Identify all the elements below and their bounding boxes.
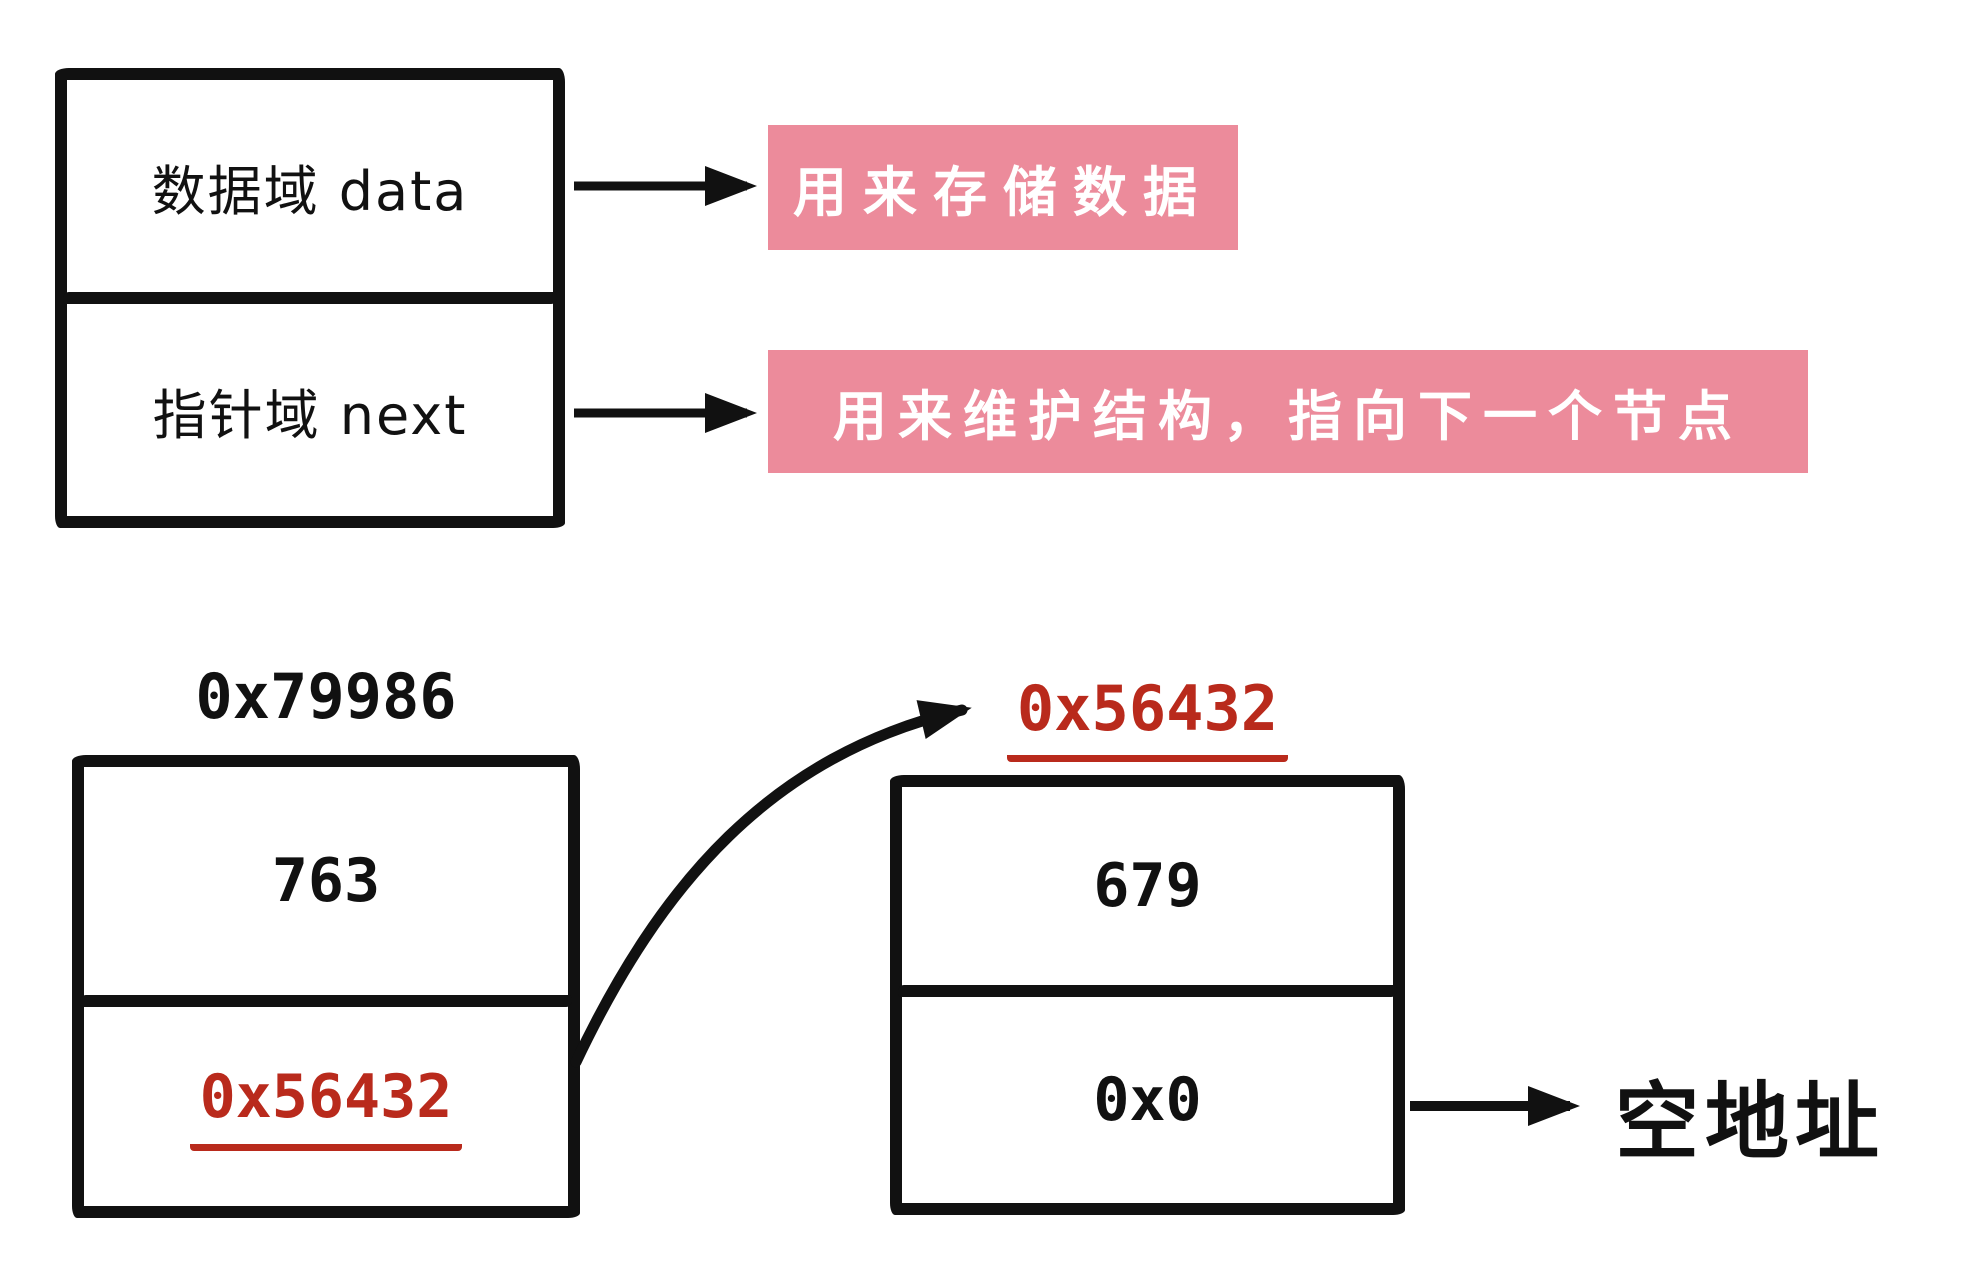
node2-next-cell: 0x0 <box>902 997 1393 1203</box>
node1-next-value: 0x56432 <box>189 1062 463 1151</box>
node2-box: 679 0x0 <box>890 775 1405 1215</box>
node1-next-cell: 0x56432 <box>84 1007 568 1206</box>
node2-data-value: 679 <box>1093 851 1202 921</box>
node1-data-value: 763 <box>271 846 381 916</box>
data-note-highlight: 用来存储数据 <box>768 125 1238 250</box>
node1-divider <box>80 995 572 1007</box>
pointer-note-text: 用来维护结构，指向下一个节点 <box>833 385 1743 448</box>
data-field-cell: 数据域 data <box>67 80 553 292</box>
pointer-note-highlight: 用来维护结构，指向下一个节点 <box>768 350 1808 473</box>
data-note-text: 用来存储数据 <box>793 161 1213 224</box>
node1-box: 763 0x56432 <box>72 755 580 1218</box>
node2-divider <box>898 985 1397 997</box>
node1-data-cell: 763 <box>84 767 568 995</box>
struct-box-divider <box>63 292 557 304</box>
node2-data-cell: 679 <box>902 787 1393 985</box>
node2-address-label: 0x56432 <box>890 672 1405 762</box>
pointer-field-cell: 指针域 next <box>67 304 553 516</box>
node1-address-label: 0x79986 <box>195 660 457 733</box>
null-address-label: 空地址 <box>1615 1073 1886 1171</box>
pointer-field-label: 指针域 next <box>152 383 468 447</box>
node2-address-text: 0x56432 <box>1006 672 1289 762</box>
data-field-label: 数据域 data <box>151 159 469 223</box>
node2-next-value: 0x0 <box>1093 1065 1202 1135</box>
node-structure-box: 数据域 data 指针域 next <box>55 68 565 528</box>
